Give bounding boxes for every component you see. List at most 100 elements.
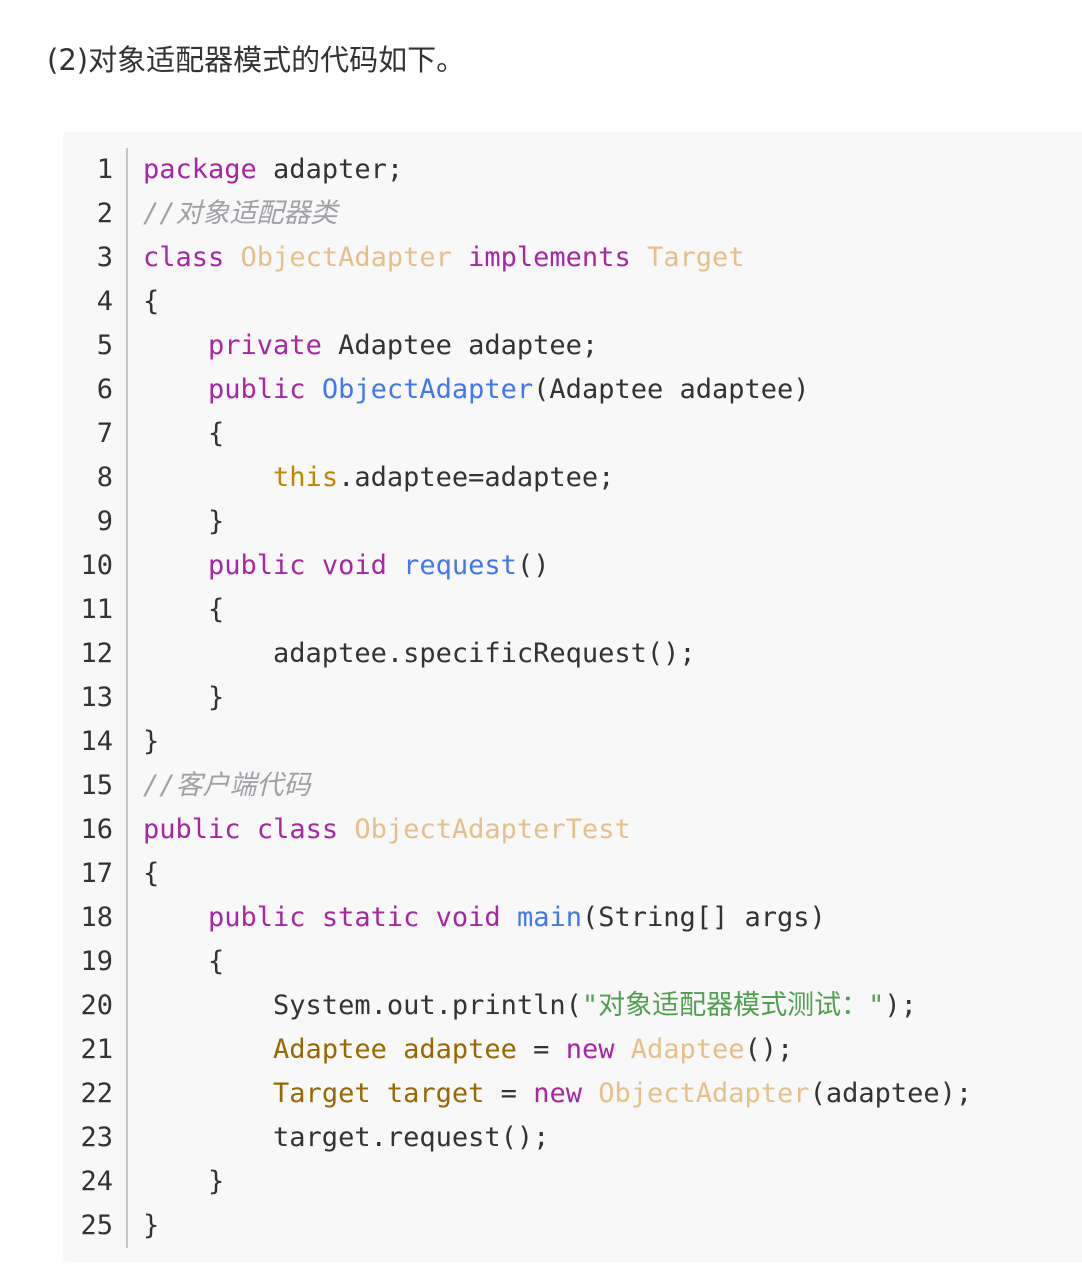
- code-line: {: [143, 280, 1078, 324]
- code-token-plain: [143, 1034, 273, 1065]
- line-number: 15: [80, 770, 113, 801]
- line-number: 23: [80, 1122, 113, 1153]
- code-token-plain: {: [143, 858, 160, 889]
- line-number: 6: [96, 374, 113, 405]
- code-token-plain: [614, 1034, 630, 1065]
- code-line: public class ObjectAdapterTest: [143, 808, 1078, 852]
- code-token-comment: //客户端代码: [143, 770, 311, 801]
- line-number: 10: [80, 550, 113, 581]
- code-token-string: "对象适配器模式测试：": [581, 990, 885, 1021]
- code-token-plain: =: [516, 1034, 566, 1065]
- code-token-class: Target: [646, 242, 745, 273]
- code-token-plain: =: [484, 1078, 534, 1109]
- code-token-plain: [143, 550, 208, 581]
- code-token-plain: [419, 902, 435, 933]
- line-number: 19: [80, 946, 113, 977]
- code-line: {: [143, 940, 1078, 984]
- code-token-keyword: public: [208, 550, 306, 581]
- line-number: 11: [80, 594, 113, 625]
- intro-paragraph: (2)对象适配器模式的代码如下。: [47, 43, 466, 77]
- code-token-plain: [452, 242, 468, 273]
- code-line: }: [143, 500, 1078, 544]
- code-token-keyword: public: [208, 374, 306, 405]
- code-token-plain: .adaptee=adaptee;: [338, 462, 615, 493]
- code-line: }: [143, 1204, 1078, 1248]
- code-token-type: adaptee: [403, 1034, 517, 1065]
- code-token-plain: [338, 814, 354, 845]
- code-token-comment: //对象适配器类: [143, 198, 338, 229]
- code-token-func: request: [403, 550, 517, 581]
- code-token-plain: {: [143, 418, 225, 449]
- code-token-class: ObjectAdapterTest: [354, 814, 631, 845]
- code-token-plain: adapter;: [256, 154, 404, 185]
- line-number: 3: [96, 242, 113, 273]
- code-token-plain: System.out.println(: [143, 990, 582, 1021]
- code-token-keyword: static: [321, 902, 420, 933]
- code-line: private Adaptee adaptee;: [143, 324, 1078, 368]
- code-token-plain: [387, 1034, 403, 1065]
- code-token-plain: }: [143, 682, 225, 713]
- code-token-plain: (Adaptee adaptee): [533, 374, 810, 405]
- line-number: 4: [96, 286, 113, 317]
- code-token-plain: [631, 242, 647, 273]
- line-number: 1: [96, 154, 113, 185]
- code-token-type: Adaptee: [273, 1034, 387, 1065]
- code-line: //对象适配器类: [143, 192, 1078, 236]
- code-line: public void request(): [143, 544, 1078, 588]
- code-token-keyword: class: [256, 814, 339, 845]
- code-token-plain: [371, 1078, 387, 1109]
- code-token-plain: [143, 462, 273, 493]
- code-line: package adapter;: [143, 148, 1078, 192]
- code-token-plain: [241, 814, 257, 845]
- code-token-plain: [143, 902, 208, 933]
- code-token-plain: }: [143, 726, 160, 757]
- code-line: }: [143, 676, 1078, 720]
- code-token-plain: [143, 1078, 273, 1109]
- code-line: public static void main(String[] args): [143, 896, 1078, 940]
- code-line: this.adaptee=adaptee;: [143, 456, 1078, 500]
- code-token-plain: }: [143, 506, 225, 537]
- line-number: 20: [80, 990, 113, 1021]
- code-token-keyword: new: [533, 1078, 582, 1109]
- line-number: 14: [80, 726, 113, 757]
- code-line: Target target = new ObjectAdapter(adapte…: [143, 1072, 1078, 1116]
- code-token-plain: );: [884, 990, 917, 1021]
- line-number: 24: [80, 1166, 113, 1197]
- code-token-type: Target: [273, 1078, 371, 1109]
- code-token-plain: (adaptee);: [809, 1078, 973, 1109]
- code-token-plain: ();: [744, 1034, 794, 1065]
- code-line: Adaptee adaptee = new Adaptee();: [143, 1028, 1078, 1072]
- code-line: {: [143, 412, 1078, 456]
- code-line: }: [143, 1160, 1078, 1204]
- code-token-plain: adaptee.specificRequest();: [143, 638, 696, 669]
- code-token-class: ObjectAdapter: [240, 242, 452, 273]
- code-token-class: Adaptee: [630, 1034, 745, 1065]
- line-number: 16: [80, 814, 113, 845]
- line-number: 21: [80, 1034, 113, 1065]
- line-number: 5: [96, 330, 113, 361]
- code-token-keyword: private: [208, 330, 322, 361]
- code-token-keyword: public: [143, 814, 241, 845]
- line-number: 12: [80, 638, 113, 669]
- code-token-plain: }: [143, 1210, 160, 1241]
- line-number: 18: [80, 902, 113, 933]
- line-number: 25: [80, 1210, 113, 1241]
- code-token-keyword: implements: [468, 242, 631, 273]
- code-token-plain: [143, 374, 208, 405]
- line-number: 8: [96, 462, 113, 493]
- line-number: 17: [80, 858, 113, 889]
- code-token-func: ObjectAdapter: [321, 374, 534, 405]
- code-token-plain: [306, 902, 322, 933]
- code-token-plain: [143, 330, 208, 361]
- code-token-plain: [306, 374, 322, 405]
- code-token-type: target: [386, 1078, 485, 1109]
- code-token-func: main: [516, 902, 582, 933]
- code-token-plain: [306, 550, 322, 581]
- code-token-plain: [224, 242, 240, 273]
- line-number: 13: [80, 682, 113, 713]
- code-token-keyword: public: [208, 902, 306, 933]
- code-line: public ObjectAdapter(Adaptee adaptee): [143, 368, 1078, 412]
- code-token-plain: (): [516, 550, 550, 581]
- code-token-builtin: this: [273, 462, 339, 493]
